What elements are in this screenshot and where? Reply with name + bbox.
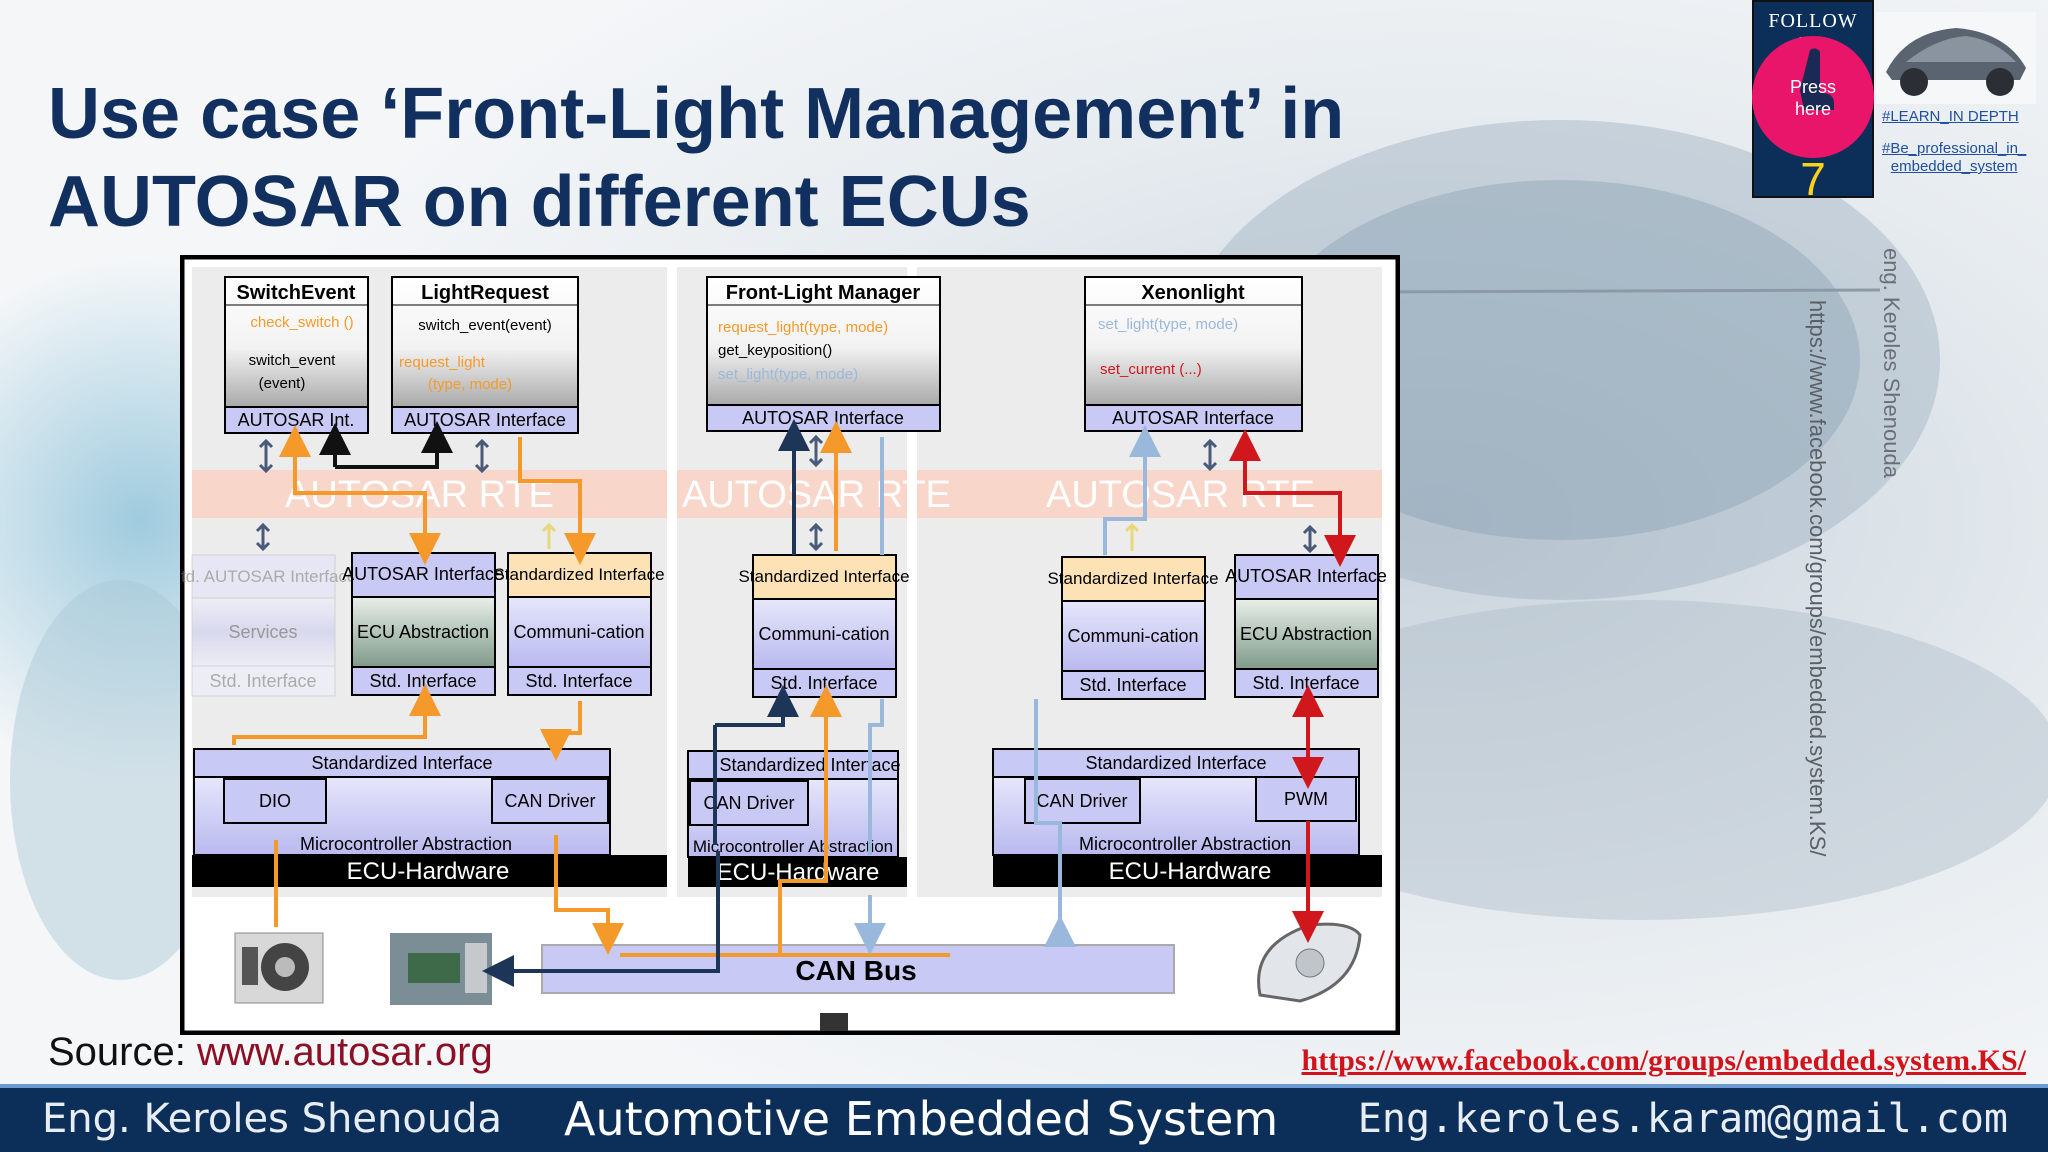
title-line-1: Use case ‘Front-Light Management’ in (48, 74, 1345, 154)
ecu1-can-driver: CAN Driver (504, 791, 595, 811)
xenon-title: Xenonlight (1141, 282, 1245, 304)
source-label: Source: (48, 1030, 186, 1074)
ecu1-communication-module: Standardized Interface Communi-cation St… (493, 552, 665, 696)
ecu3-abs-bot: Std. Interface (1252, 673, 1359, 693)
press-here-button[interactable] (1752, 36, 1874, 158)
ecu3-abs-mid: ECU Abstraction (1240, 624, 1372, 644)
autosar-diagram: AUTOSAR RTE AUTOSAR RTE AUTOSAR RTE Swit… (180, 255, 1400, 1035)
services-module: Std. AUTOSAR Interface Services Std. Int… (180, 554, 356, 697)
flm-title: Front-Light Manager (726, 282, 921, 304)
flm-line1: request_light(type, mode) (718, 319, 888, 336)
ecu3-mcal-top: Standardized Interface (1085, 753, 1266, 773)
front-light-manager-component: Front-Light Manager request_light(type, … (706, 276, 941, 432)
ecu3-mcal-module: Standardized Interface CAN Driver PWM Mi… (992, 748, 1382, 887)
ecu3-comm-bot: Std. Interface (1079, 675, 1186, 695)
xenon-line2: set_current (...) (1100, 361, 1202, 378)
badge-number: 7 (1800, 153, 1826, 205)
switch-event-component: SwitchEvent check_switch () switch_event… (224, 276, 369, 434)
switch-event-title: SwitchEvent (237, 282, 356, 304)
footer-course-title: Automotive Embedded System (564, 1092, 1279, 1146)
ecu1-dio: DIO (259, 791, 291, 811)
light-request-line1: switch_event(event) (418, 317, 551, 334)
press-line-1: Press (1789, 77, 1836, 97)
light-request-title: LightRequest (421, 282, 549, 304)
ecu3-mcal-bottom: Microcontroller Abstraction (1079, 834, 1291, 854)
ecu2-comm-top: Standardized Interface (738, 567, 909, 586)
vertical-author: eng. Keroles Shenouda (1879, 248, 1904, 478)
title-line-2: AUTOSAR on different ECUs (48, 162, 1031, 242)
light-request-component: LightRequest switch_event(event) request… (391, 276, 579, 434)
ecu2-comm-mid: Communi-cation (758, 624, 889, 644)
ecu3-pwm: PWM (1284, 789, 1328, 809)
ecu2-mcal-top: Standardized Interface (719, 755, 900, 775)
services-mid: Services (228, 622, 297, 642)
headlight-image (1257, 922, 1362, 1003)
xenon-line1: set_light(type, mode) (1098, 316, 1238, 333)
ecu1-hardware: ECU-Hardware (347, 858, 510, 885)
light-request-line3: (type, mode) (428, 376, 512, 393)
ecu2-comm-bot: Std. Interface (770, 673, 877, 693)
ecu1-mcal-module: Standardized Interface DIO CAN Driver Mi… (192, 748, 667, 887)
press-line-2: here (1794, 99, 1832, 119)
ecu3-comm-top: Standardized Interface (1047, 569, 1218, 588)
ecu1-abstraction-module: AUTOSAR Interface ECU Abstraction Std. I… (342, 552, 504, 696)
follow-us-badge[interactable]: FOLLOW US Press here 7 (1752, 0, 1874, 205)
flm-line2: get_keyposition() (718, 342, 832, 359)
pointing-hand-icon (1800, 48, 1834, 110)
services-top: Std. AUTOSAR Interface (180, 567, 356, 586)
footer-email[interactable]: Eng.keroles.karam@gmail.com (1357, 1096, 2008, 1142)
ecu3-abstraction-module: AUTOSAR Interface ECU Abstraction Std. I… (1225, 554, 1387, 698)
flm-line3: set_light(type, mode) (718, 366, 858, 383)
tag2-line-1: #Be_professional_in_ (1882, 140, 2027, 157)
press-here-label: Press here (1754, 76, 1872, 120)
be-professional-tag[interactable]: #Be_professional_in_ embedded_system (1882, 140, 2026, 176)
light-request-line2: request_light (399, 354, 486, 371)
switch-event-line1: check_switch () (250, 314, 353, 331)
ecu2-mcal-bottom: Microcontroller Abstraction (693, 837, 893, 856)
ecu1-abs-bot: Std. Interface (369, 671, 476, 691)
source-link[interactable]: www.autosar.org (196, 1030, 493, 1074)
light-switch-image (234, 932, 324, 1004)
ecu1-comm-bot: Std. Interface (525, 671, 632, 691)
switch-event-line3: (event) (259, 375, 306, 392)
ecu3-hardware: ECU-Hardware (1109, 858, 1272, 885)
ecu1-mcal-top: Standardized Interface (311, 753, 492, 773)
switch-event-line2: switch_event (249, 352, 337, 369)
light-request-port: AUTOSAR Interface (404, 410, 566, 430)
can-bus-label: CAN Bus (795, 955, 916, 986)
sensor-board-image (390, 933, 492, 1005)
rte-label-ecu2: AUTOSAR RTE (682, 474, 951, 516)
footer-author: Eng. Keroles Shenouda (42, 1096, 503, 1142)
ecu3-can-driver: CAN Driver (1036, 791, 1127, 811)
source-line: Source: www.autosar.org (48, 1030, 493, 1075)
car-chassis-image (1876, 12, 2036, 104)
ecu2-can-driver: CAN Driver (703, 793, 794, 813)
switch-event-port: AUTOSAR Int. (238, 410, 355, 430)
slide-title: Use case ‘Front-Light Management’ in AUT… (48, 70, 1548, 246)
ecu1-mcal-bottom: Microcontroller Abstraction (300, 834, 512, 854)
ecu3-comm-mid: Communi-cation (1067, 626, 1198, 646)
ecu3-abs-top: AUTOSAR Interface (1225, 566, 1387, 586)
learn-in-depth-tag[interactable]: #LEARN_IN DEPTH (1882, 108, 2019, 125)
footer-bar: Eng. Keroles Shenouda Automotive Embedde… (0, 1084, 2048, 1152)
ecu1-abs-top: AUTOSAR Interface (342, 564, 504, 584)
facebook-group-link[interactable]: https://www.facebook.com/groups/embedded… (1301, 1044, 2026, 1077)
xenonlight-component: Xenonlight set_light(type, mode) set_cur… (1084, 276, 1303, 432)
ecu1-comm-mid: Communi-cation (513, 622, 644, 642)
tag2-line-2: embedded_system (1890, 158, 2018, 175)
services-bot: Std. Interface (209, 671, 316, 691)
ecu3-communication-module: Standardized Interface Communi-cation St… (1047, 556, 1219, 700)
xenon-port: AUTOSAR Interface (1112, 408, 1274, 428)
ecu2-communication-module: Standardized Interface Communi-cation St… (738, 554, 910, 698)
flm-port: AUTOSAR Interface (742, 408, 904, 428)
vertical-facebook-link: https://www.facebook.com/groups/embedded… (1805, 300, 1830, 857)
ecu1-abs-mid: ECU Abstraction (357, 622, 489, 642)
ecu2-mcal-module: Standardized Interface CAN Driver Microc… (687, 750, 907, 887)
ecu1-comm-top: Standardized Interface (493, 565, 664, 584)
